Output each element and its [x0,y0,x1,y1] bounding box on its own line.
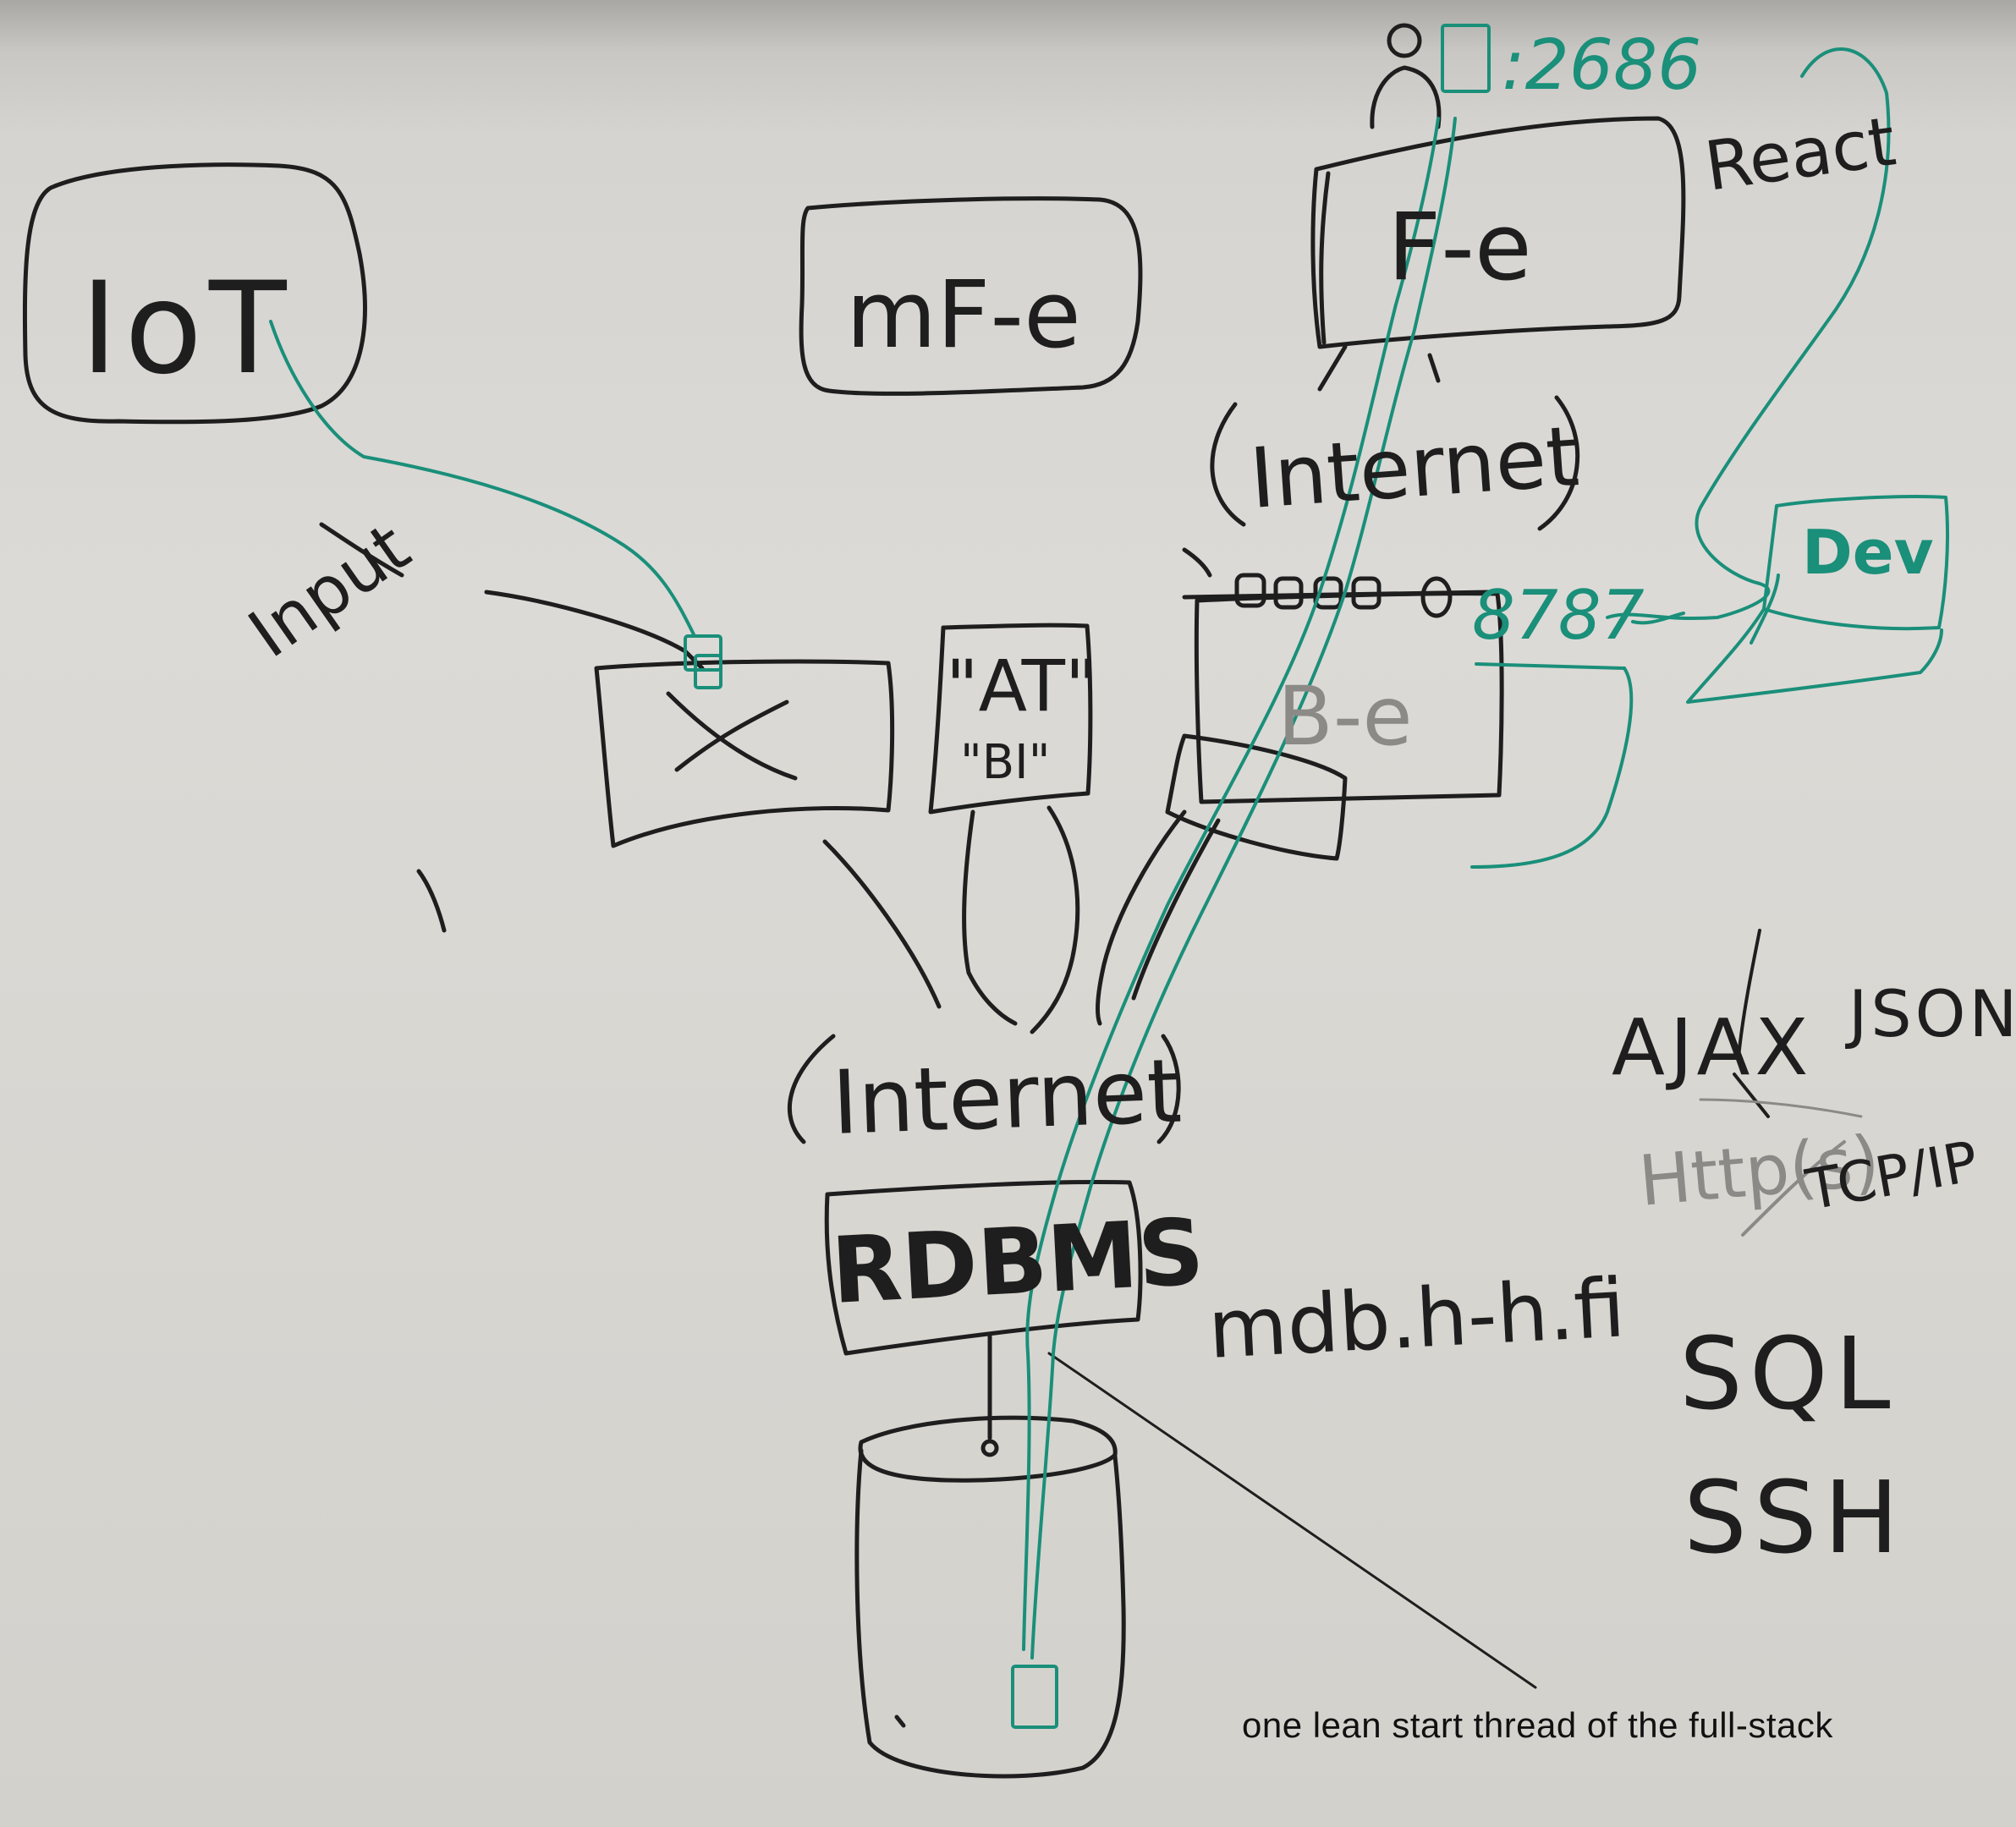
dev-label: Dev [1802,517,1934,588]
mfe-label: mF-e [846,261,1081,369]
input-label: Input [235,508,424,673]
at-bi-box [928,623,1093,815]
mfe-box [799,196,1143,396]
x-box-label: X [677,652,770,810]
internet-bottom-oval [787,1034,1181,1144]
iot-endpoint [684,634,722,672]
bi-label: "BI" [960,735,1050,790]
internet-top-label: Internet [1247,409,1582,528]
dev-laptop [1762,495,1949,631]
fe-port-label: :2686 [1502,25,1701,106]
db-endpoint [1011,1665,1058,1729]
fe-label: F-e [1387,193,1532,301]
internet-bottom-label: Internet [831,1040,1184,1155]
iot-box [22,162,367,425]
fe-box [1310,116,1686,349]
rdbms-box [824,1179,1143,1356]
x-box [594,659,895,848]
rdbms-label: RDBMS [829,1199,1206,1325]
json-label: JSON [1845,976,2016,1051]
internet-top-oval [1210,395,1580,531]
iot-label: IoT [80,255,294,403]
caption: one lean start thread of the full-stack [1242,1705,1833,1745]
mdb-label: mdb.h-h.fi [1206,1260,1627,1377]
fe-endpoint [1441,24,1491,93]
be-port-label: 8787 [1472,576,1645,655]
sql-label: SQL [1679,1315,1898,1432]
be-label: B-e [1277,669,1413,764]
ssh-label: SSH [1684,1459,1906,1576]
ajax-label: AJAX [1612,1002,1813,1093]
react-label: React [1700,102,1900,206]
at-label: "AT" [946,645,1098,727]
